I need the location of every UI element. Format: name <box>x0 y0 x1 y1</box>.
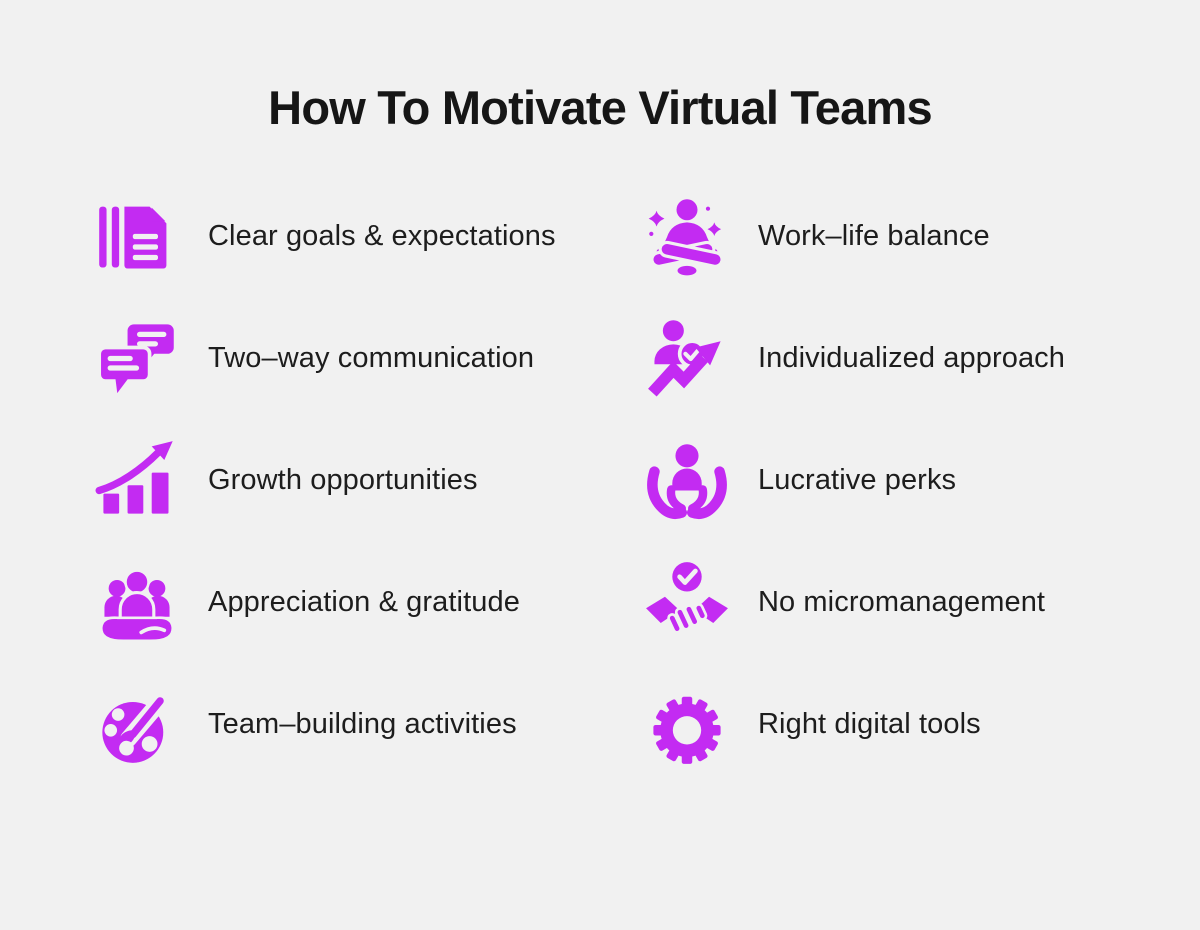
item-label: Growth opportunities <box>208 463 478 496</box>
list-item: Two–way communication <box>0 297 600 419</box>
list-item: Individualized approach <box>600 297 1200 419</box>
hands-holding-person-icon <box>645 432 729 528</box>
list-item: No micromanagement <box>600 541 1200 663</box>
list-item: Right digital tools <box>600 663 1200 785</box>
growth-chart-icon <box>95 432 179 528</box>
item-label: Work–life balance <box>758 219 990 252</box>
page-title: How To Motivate Virtual Teams <box>268 81 932 134</box>
item-label: Lucrative perks <box>758 463 957 496</box>
items-grid: Clear goals & expectations Work–life bal… <box>0 175 1200 785</box>
person-check-arrow-icon <box>645 310 729 406</box>
meditation-icon <box>645 188 729 284</box>
paint-palette-icon <box>95 676 179 772</box>
list-item: Team–building activities <box>0 663 600 785</box>
item-label: Appreciation & gratitude <box>208 585 520 618</box>
team-in-hand-icon <box>95 554 179 650</box>
list-item: Clear goals & expectations <box>0 175 600 297</box>
item-label: Team–building activities <box>208 707 517 740</box>
documents-icon <box>95 188 179 284</box>
gear-icon <box>645 676 729 772</box>
handshake-check-icon <box>645 554 729 650</box>
list-item: Growth opportunities <box>0 419 600 541</box>
list-item: Appreciation & gratitude <box>0 541 600 663</box>
item-label: Two–way communication <box>208 341 535 374</box>
item-label: Right digital tools <box>758 707 981 740</box>
item-label: No micromanagement <box>758 585 1046 618</box>
list-item: Work–life balance <box>600 175 1200 297</box>
item-label: Individualized approach <box>758 341 1066 374</box>
item-label: Clear goals & expectations <box>208 219 556 252</box>
chat-bubbles-icon <box>95 310 179 406</box>
list-item: Lucrative perks <box>600 419 1200 541</box>
